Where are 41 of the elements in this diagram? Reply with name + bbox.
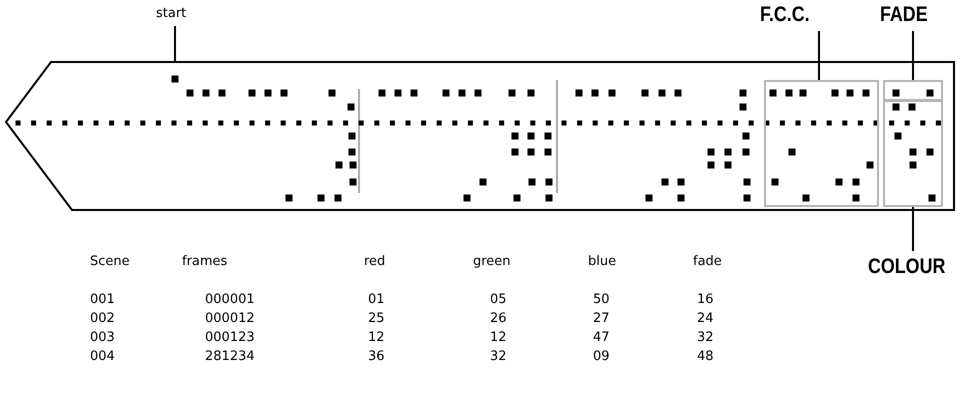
code-region-frame: [883, 100, 943, 207]
table-cell: 05: [490, 292, 507, 308]
section-label: COLOUR: [868, 255, 946, 279]
leader-line: [174, 26, 176, 62]
table-cell: 09: [593, 349, 610, 365]
tape-label: start: [156, 6, 186, 22]
leader-line: [818, 31, 820, 80]
table-cell: 004: [90, 349, 115, 365]
section-label: F.C.C.: [760, 3, 810, 27]
table-cell: 002: [90, 311, 115, 327]
table-cell: 50: [593, 292, 610, 308]
column-header: fade: [693, 254, 722, 270]
table-cell: 281234: [205, 349, 255, 365]
table-cell: 48: [697, 349, 714, 365]
code-region-frame: [883, 80, 943, 101]
table-cell: 36: [368, 349, 385, 365]
table-cell: 12: [368, 330, 385, 346]
table-cell: 32: [697, 330, 714, 346]
section-label: FADE: [880, 3, 928, 27]
table-cell: 000012: [205, 311, 255, 327]
table-cell: 003: [90, 330, 115, 346]
column-header: frames: [182, 254, 228, 270]
table-cell: 01: [368, 292, 385, 308]
column-header: green: [473, 254, 511, 270]
table-cell: 47: [593, 330, 610, 346]
table-cell: 000123: [205, 330, 255, 346]
code-region-frame: [764, 80, 879, 207]
table-cell: 32: [490, 349, 507, 365]
column-header: Scene: [90, 254, 130, 270]
table-cell: 000001: [205, 292, 255, 308]
table-cell: 26: [490, 311, 507, 327]
table-cell: 16: [697, 292, 714, 308]
leader-line: [912, 31, 914, 80]
column-header: blue: [588, 254, 616, 270]
table-cell: 001: [90, 292, 115, 308]
table-cell: 24: [697, 311, 714, 327]
leader-line: [912, 207, 914, 251]
table-cell: 25: [368, 311, 385, 327]
column-header: red: [364, 254, 386, 270]
table-cell: 12: [490, 330, 507, 346]
table-cell: 27: [593, 311, 610, 327]
